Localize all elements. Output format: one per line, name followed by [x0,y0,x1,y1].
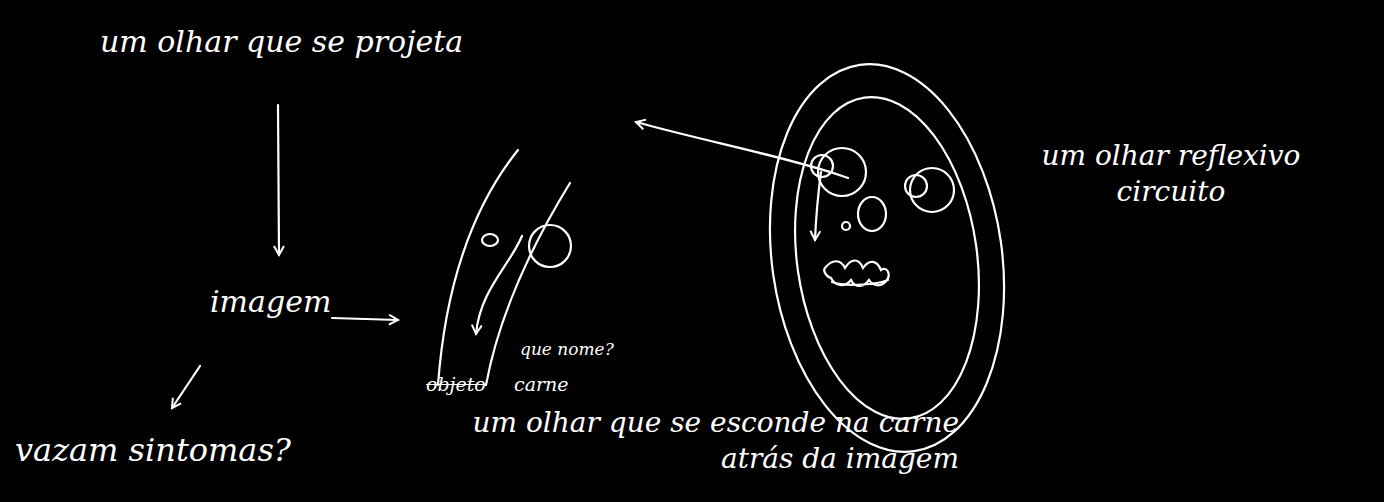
handwritten-note: um olhar que se esconde na carne atrás d… [430,405,959,478]
handwritten-note: que nome? [520,338,614,360]
projection-arrow [636,122,848,178]
eye [811,155,833,177]
right-arrow [332,318,398,320]
eye [529,225,571,267]
eye [905,175,927,197]
down-arrow [278,105,279,255]
nose [858,197,886,231]
handwritten-note: vazam sintomas? [15,430,291,472]
handwritten-note: objeto [426,372,486,397]
handwritten-note: um olhar que se projeta [100,22,463,61]
handwritten-note: um olhar reflexivo circuito [1020,138,1322,211]
handwritten-note: imagem [210,282,331,321]
eye [482,234,498,246]
teeth [824,261,888,287]
skull-outline [775,85,998,431]
gaze-arrow [476,236,522,334]
gaze-arrow [815,172,821,240]
skull-outline [746,49,1028,467]
dot [842,222,850,230]
handwritten-note: carne [514,372,569,397]
diagonal-arrow [172,366,200,408]
face-outline [438,150,518,385]
